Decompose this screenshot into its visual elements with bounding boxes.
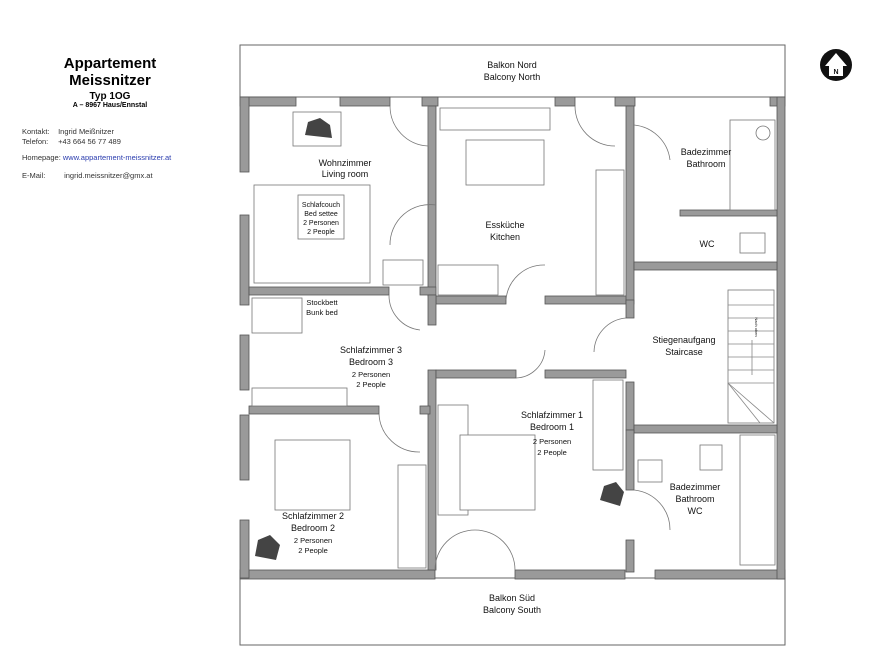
north-compass-icon: N [820,49,852,81]
apartment-header: Appartement Meissnitzer Typ 1OG A – 8967… [30,55,190,109]
address: A – 8967 Haus/Ennstal [72,102,148,109]
label-bunk-bed: Stockbett [306,298,338,307]
armchair-icon [255,535,280,560]
stairs [727,289,775,424]
label-stair-direction: Nach oben [754,317,759,336]
label-bedroom-2: Schlafzimmer 2 [282,511,344,521]
label-bedroom-3-people: 2 People [356,380,386,389]
label-kitchen: Essküche [485,220,524,230]
bed-bedroom-2 [274,439,351,511]
email-label: E-Mail: [22,171,46,180]
label-bedroom-1-persons: 2 Personen [533,437,571,446]
label-staircase-en: Staircase [665,347,703,357]
label-bedroom-2-en: Bedroom 2 [291,523,335,533]
label-bathroom-lower-wc: WC [688,506,703,516]
bed-bedroom-1 [459,434,536,511]
kontakt-value: Ingrid Meißnitzer [58,127,114,136]
label-bed-settee: Schlafcouch [302,202,340,209]
homepage-link[interactable]: www.appartement-meissnitzer.at [62,153,172,162]
label-balcony-south: Balkon Süd [489,593,535,603]
doors [378,105,671,571]
label-bedroom-3-persons: 2 Personen [352,370,390,379]
label-bathroom-lower-en: Bathroom [675,494,714,504]
telefon-row: Telefon: +43 664 56 77 489 [22,137,121,146]
balcony-north [239,44,786,98]
label-balcony-south-en: Balcony South [483,605,541,615]
label-bedroom-3: Schlafzimmer 3 [340,345,402,355]
sink [637,459,663,483]
label-bathroom-top-en: Bathroom [686,159,725,169]
compass-label: N [833,69,838,76]
label-staircase: Stiegenaufgang [652,335,715,345]
label-bed-settee-persons: 2 Personen [303,220,339,227]
bunk-bed [251,297,303,334]
homepage-label: Homepage: [22,153,61,162]
label-kitchen-en: Kitchen [490,232,520,242]
label-bedroom-2-people: 2 People [298,546,328,555]
label-living-en: Living room [322,169,369,179]
label-bedroom-2-persons: 2 Personen [294,536,332,545]
furniture [251,107,776,569]
walls [239,96,786,580]
label-bed-settee-people: 2 People [307,229,335,236]
label-living: Wohnzimmer [319,158,372,168]
label-bedroom-3-en: Bedroom 3 [349,357,393,367]
homepage-row: Homepage: www.appartement-meissnitzer.at [22,153,171,162]
label-wc: WC [700,239,715,249]
title-line-2: Meissnitzer [69,72,151,89]
email-row: E-Mail: ingrid.meissnitzer@gmx.at [22,171,153,180]
bathtub [739,434,776,566]
label-bedroom-1: Schlafzimmer 1 [521,410,583,420]
telefon-value: +43 664 56 77 489 [58,137,121,146]
sink [755,125,771,141]
label-bedroom-1-people: 2 People [537,448,567,457]
kitchen-counter [595,169,625,296]
label-balcony-north-en: Balcony North [484,72,541,82]
kontakt-label: Kontakt: [22,127,50,136]
toilet [699,444,723,471]
contact-row: Kontakt: Ingrid Meißnitzer [22,127,114,136]
type-label: Typ 1OG [89,91,131,102]
label-balcony-north: Balkon Nord [487,60,537,70]
toilet [739,232,766,254]
armchair-icon [305,118,332,138]
label-bathroom-top: Badezimmer [681,147,732,157]
email-value: ingrid.meissnitzer@gmx.at [64,171,153,180]
label-bedroom-1-en: Bedroom 1 [530,422,574,432]
label-bathroom-lower: Badezimmer [670,482,721,492]
balcony-south [239,577,786,646]
telefon-label: Telefon: [22,137,49,146]
dining-table [465,139,545,186]
armchair-icon [600,482,624,506]
title-line-1: Appartement [63,55,157,72]
label-bunk-bed-en: Bunk bed [306,308,338,317]
label-bed-settee-en: Bed settee [304,211,338,218]
